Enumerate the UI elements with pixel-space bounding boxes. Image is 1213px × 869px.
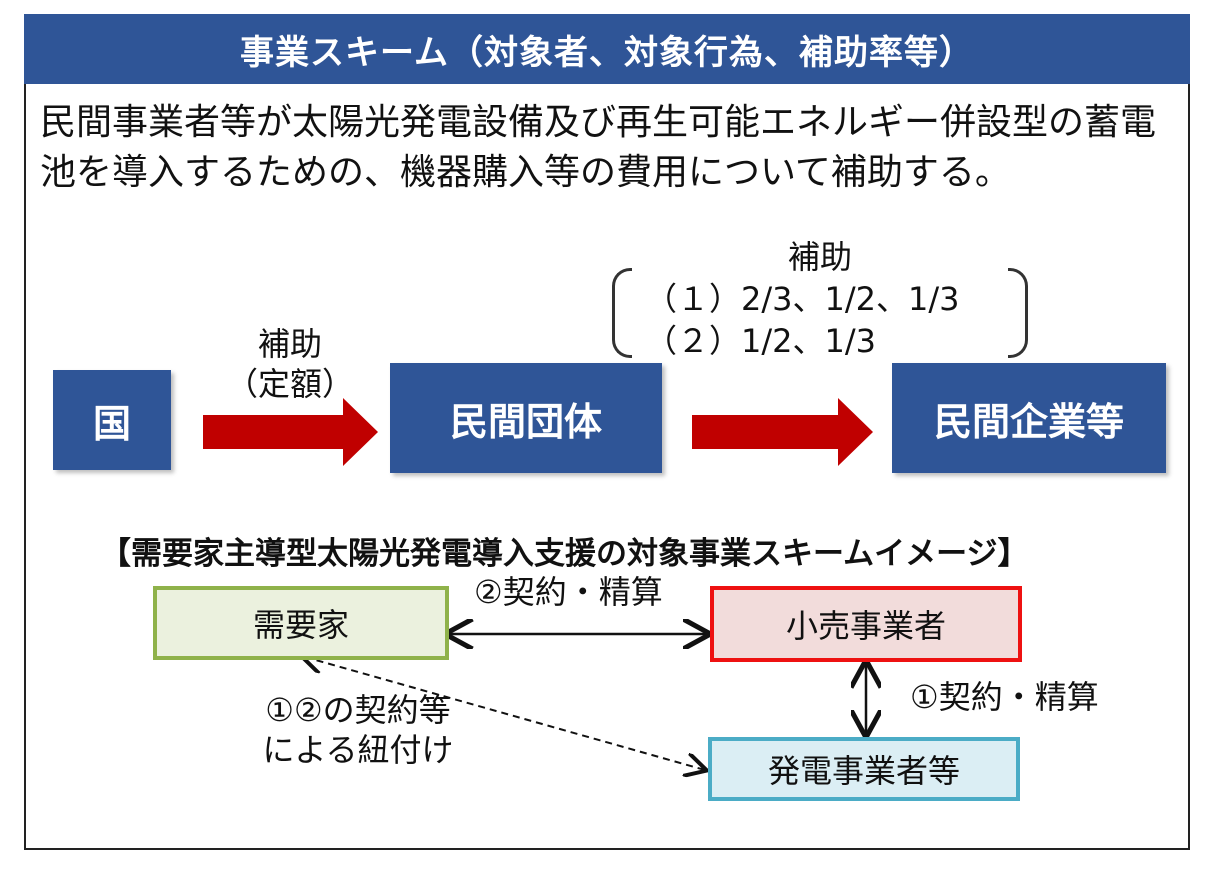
contract-2-label: ②契約・精算 [474, 573, 663, 611]
node-consumer: 需要家 [153, 586, 449, 660]
contract-1-label: ①契約・精算 [910, 678, 1099, 716]
link-label-line1: ①②の契約等 [265, 691, 451, 729]
node-generator: 発電事業者等 [708, 737, 1020, 801]
intro-text: 民間事業者等が太陽光発電設備及び再生可能エネルギー併設型の蓄電池を導入するための… [40, 102, 1157, 193]
left-bracket [612, 268, 632, 358]
arrow1-label-line2: （定額） [225, 365, 354, 403]
slide-title: 事業スキーム（対象者、対象行為、補助率等） [24, 14, 1190, 84]
rate-line-2: （２）1/2、1/3 [645, 322, 877, 360]
arrow1-label: 補助 （定額） [205, 324, 375, 404]
scheme-title: 【需要家主導型太陽光発電導入支援の対象事業スキームイメージ】 [100, 536, 1029, 572]
link-label: ①②の契約等 による紐付け [248, 690, 468, 770]
arrow-country-to-org [203, 398, 378, 466]
node-private-organization: 民間団体 [390, 363, 662, 473]
consumer-generator-dashed-link [305, 657, 705, 770]
subsidy-label: 補助 [787, 238, 852, 276]
link-label-line2: による紐付け [262, 731, 454, 769]
node-private-company: 民間企業等 [892, 363, 1166, 473]
node-country: 国 [53, 370, 171, 470]
arrow1-label-line1: 補助 [257, 325, 322, 363]
node-retailer: 小売事業者 [710, 586, 1022, 662]
arrow-org-to-company [692, 398, 873, 466]
rate-line-1: （１）2/3、1/2、1/3 [645, 280, 960, 318]
